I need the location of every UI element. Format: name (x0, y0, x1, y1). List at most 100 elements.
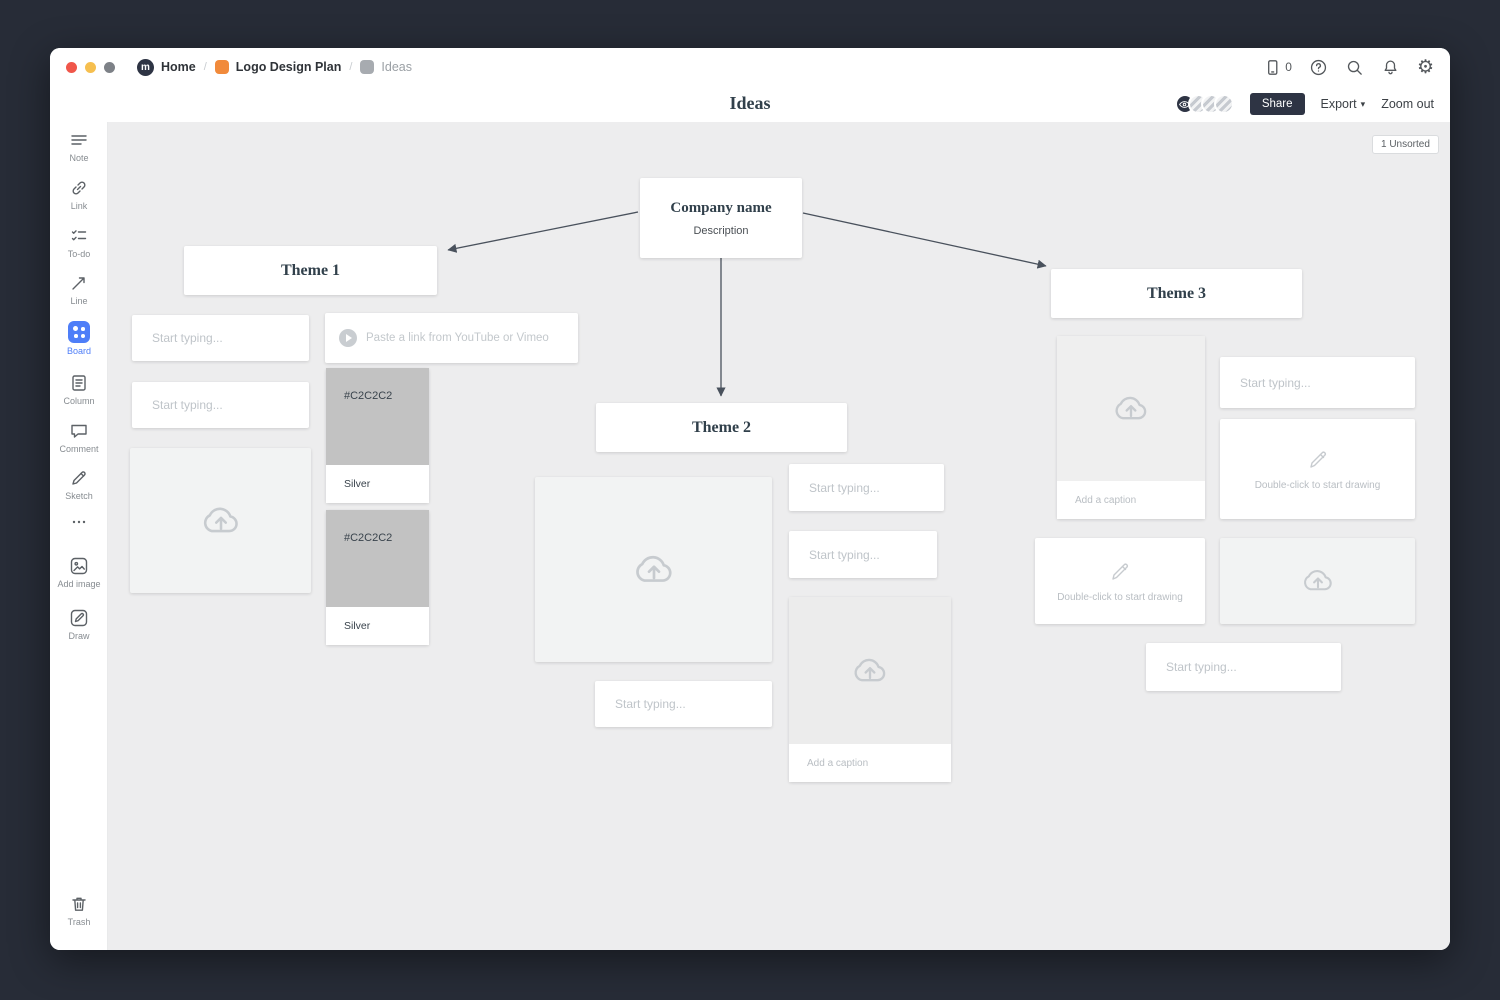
tool-todo[interactable]: To-do (50, 226, 108, 259)
device-notifications[interactable]: 0 (1263, 58, 1292, 77)
tool-sketch-label: Sketch (65, 491, 93, 501)
breadcrumb-logo-design-plan[interactable]: Logo Design Plan (214, 60, 342, 74)
start-typing-placeholder: Start typing... (152, 398, 223, 412)
export-button[interactable]: Export ▾ (1321, 97, 1366, 111)
caption-placeholder[interactable]: Add a caption (789, 744, 951, 782)
more-dots-icon (69, 512, 89, 532)
tool-line[interactable]: Line (50, 273, 108, 306)
tool-draw-label: Draw (68, 631, 90, 641)
note-icon (69, 130, 89, 150)
gear-icon: ⚙ (1416, 56, 1434, 78)
theme3-card[interactable]: Theme 3 (1051, 269, 1302, 318)
topbar-actions: 0 ⚙ (1263, 58, 1434, 77)
board-icon (68, 321, 90, 343)
sketch-card-empty[interactable]: Double-click to start drawing (1035, 538, 1205, 624)
header-actions: Share Export ▾ Zoom out (1174, 89, 1434, 119)
tool-add-image-label: Add image (57, 579, 101, 589)
tool-sketch[interactable]: Sketch (50, 468, 108, 501)
close-window-button[interactable] (66, 61, 77, 73)
note-card-empty[interactable]: Start typing... (789, 464, 944, 511)
color-swatch-card[interactable]: #C2C2C2 Silver (326, 510, 429, 645)
swatch-color-area: #C2C2C2 (326, 510, 429, 607)
help-button[interactable] (1309, 58, 1328, 77)
minimize-window-button[interactable] (85, 61, 96, 73)
breadcrumb-separator: / (349, 61, 353, 73)
image-upload-card[interactable] (1220, 538, 1415, 624)
note-card-empty[interactable]: Start typing... (1220, 357, 1415, 408)
image-caption-card[interactable]: Add a caption (1057, 336, 1205, 519)
notifications-button[interactable] (1381, 58, 1400, 77)
caption-placeholder[interactable]: Add a caption (1057, 481, 1205, 519)
note-card-empty[interactable]: Start typing... (1146, 643, 1341, 691)
image-area (1057, 336, 1205, 481)
settings-button[interactable]: ⚙ (1417, 58, 1434, 77)
start-typing-placeholder: Start typing... (1240, 375, 1311, 390)
cloud-upload-icon (1300, 563, 1336, 599)
tool-draw[interactable]: Draw (50, 608, 108, 641)
breadcrumb-separator: / (203, 61, 207, 73)
breadcrumb-ideas[interactable]: Ideas (360, 60, 412, 74)
breadcrumb-home[interactable]: m Home (137, 58, 196, 76)
share-button[interactable]: Share (1249, 93, 1305, 115)
company-title: Company name (670, 199, 772, 216)
theme1-card[interactable]: Theme 1 (184, 246, 437, 295)
cloud-upload-icon (850, 651, 890, 691)
board-canvas[interactable]: 1 Unsorted Company name Description Them… (108, 122, 1450, 950)
avatar (1213, 94, 1234, 114)
zoom-window-button[interactable] (104, 61, 115, 73)
collaborator-avatars[interactable] (1174, 94, 1234, 114)
image-upload-card[interactable] (130, 448, 311, 593)
search-button[interactable] (1345, 58, 1364, 77)
note-card-empty[interactable]: Start typing... (595, 681, 772, 727)
device-count: 0 (1285, 60, 1292, 74)
pencil-icon (1108, 560, 1132, 584)
draw-hint-placeholder: Double-click to start drawing (1254, 479, 1381, 491)
sketch-icon (69, 468, 89, 488)
tool-comment[interactable]: Comment (50, 421, 108, 454)
title-bar: m Home / Logo Design Plan / Ideas 0 ⚙ (50, 48, 1450, 86)
breadcrumb-project-label: Logo Design Plan (235, 60, 342, 74)
cloud-upload-icon (199, 499, 243, 543)
board-header: Ideas Share Export ▾ Zoom out (50, 86, 1450, 122)
note-card-empty[interactable]: Start typing... (132, 382, 309, 428)
swatch-color-area: #C2C2C2 (326, 368, 429, 465)
image-area (789, 597, 951, 744)
app-window: m Home / Logo Design Plan / Ideas 0 ⚙ (50, 48, 1450, 950)
tool-link[interactable]: Link (50, 178, 108, 211)
image-caption-card[interactable]: Add a caption (789, 597, 951, 782)
note-card-empty[interactable]: Start typing... (789, 531, 937, 578)
tool-note[interactable]: Note (50, 130, 108, 163)
image-upload-card[interactable] (535, 477, 772, 662)
theme2-card[interactable]: Theme 2 (596, 403, 847, 452)
note-card-empty[interactable]: Start typing... (132, 315, 309, 361)
start-typing-placeholder: Start typing... (615, 697, 686, 711)
video-link-card[interactable]: Paste a link from YouTube or Vimeo (325, 313, 578, 363)
trash-label: Trash (67, 917, 91, 927)
play-icon (339, 329, 357, 347)
company-name-card[interactable]: Company name Description (640, 178, 802, 258)
start-typing-placeholder: Start typing... (152, 331, 223, 345)
column-icon (69, 373, 89, 393)
export-label: Export (1320, 97, 1357, 111)
tool-todo-label: To-do (67, 249, 91, 259)
color-swatch-card[interactable]: #C2C2C2 Silver (326, 368, 429, 503)
page-title[interactable]: Ideas (729, 93, 771, 113)
zoom-out-button[interactable]: Zoom out (1381, 97, 1434, 111)
start-typing-placeholder: Start typing... (809, 480, 880, 495)
sketch-card-empty[interactable]: Double-click to start drawing (1220, 419, 1415, 519)
device-icon (1263, 58, 1282, 77)
tool-board-label: Board (66, 346, 92, 356)
trash-tool[interactable]: Trash (50, 894, 108, 927)
draw-icon (69, 608, 89, 628)
tool-add-image[interactable]: Add image (50, 556, 108, 589)
unsorted-badge[interactable]: 1 Unsorted (1372, 135, 1439, 154)
tool-note-label: Note (69, 153, 89, 163)
tool-column[interactable]: Column (50, 373, 108, 406)
start-typing-placeholder: Start typing... (1166, 660, 1237, 674)
bell-icon (1381, 58, 1400, 77)
window-controls (66, 61, 115, 73)
tool-more[interactable] (50, 512, 108, 532)
pencil-icon (1306, 448, 1330, 472)
company-description: Description (693, 224, 749, 237)
tool-board[interactable]: Board (50, 321, 108, 356)
